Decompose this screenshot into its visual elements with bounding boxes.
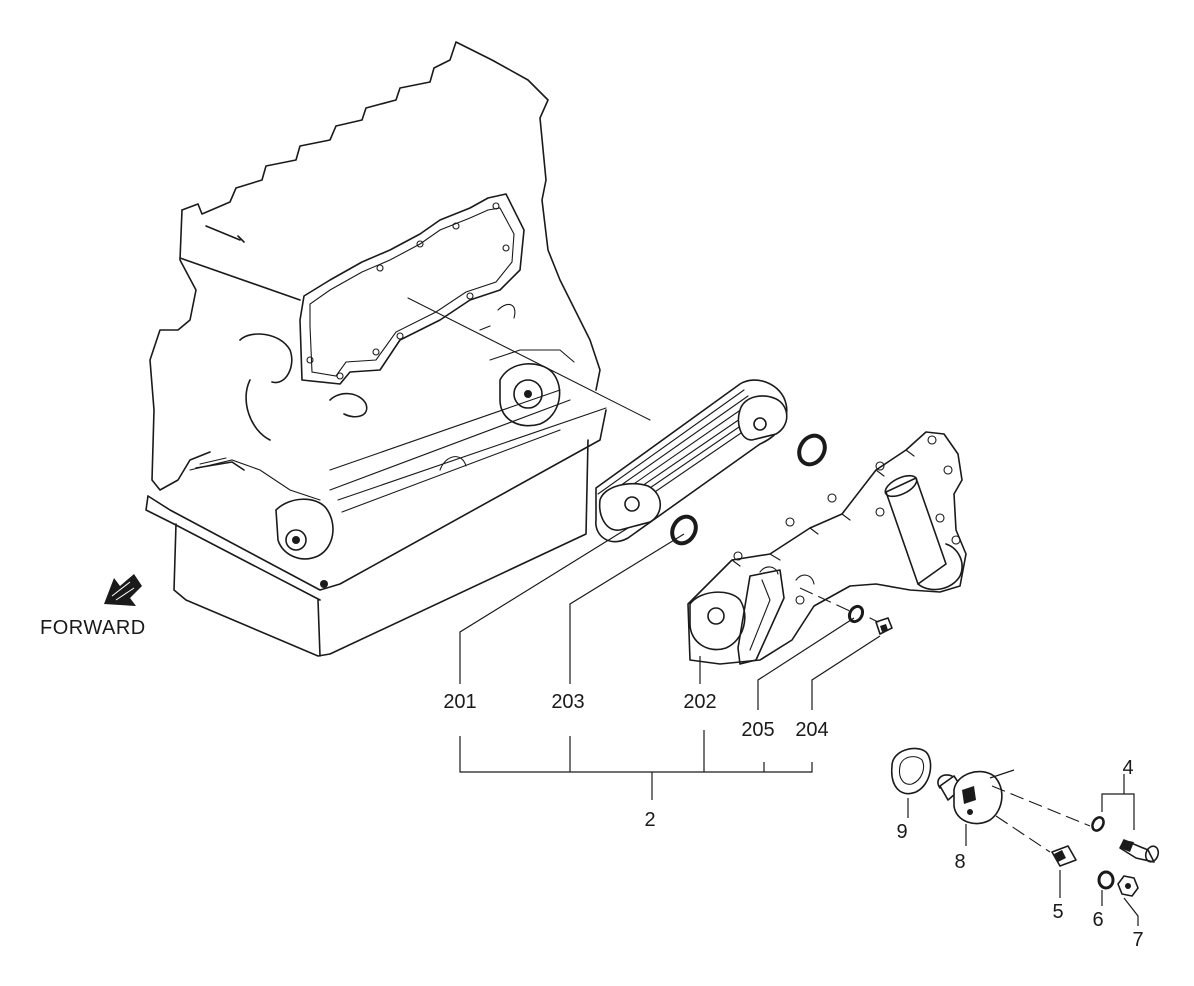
forward-label: FORWARD bbox=[40, 617, 146, 639]
forward-arrow-icon bbox=[104, 574, 142, 606]
callout-leaders-main bbox=[459, 527, 881, 800]
callout-201: 201 bbox=[443, 691, 476, 713]
washer-205 bbox=[847, 604, 865, 624]
o-ring-upper bbox=[797, 433, 827, 467]
nut-7 bbox=[1117, 875, 1139, 897]
oil-cooler-cover bbox=[687, 431, 967, 665]
callout-6: 6 bbox=[1092, 909, 1103, 931]
dash-8-to-5 bbox=[995, 815, 1051, 853]
callout-2: 2 bbox=[644, 809, 655, 831]
bolt-204 bbox=[869, 617, 893, 635]
bracket-4 bbox=[1101, 793, 1135, 830]
leader-8-top bbox=[989, 769, 1015, 779]
o-ring-lower bbox=[670, 514, 698, 546]
callout-5: 5 bbox=[1052, 901, 1063, 923]
callout-8: 8 bbox=[954, 851, 965, 873]
engine-block bbox=[145, 41, 651, 657]
callout-203: 203 bbox=[551, 691, 584, 713]
gasket-9 bbox=[891, 747, 932, 795]
oil-cooler-element bbox=[595, 379, 788, 543]
dash-8-to-4 bbox=[991, 785, 1091, 827]
callout-205: 205 bbox=[741, 719, 774, 741]
bolt-4 bbox=[1119, 839, 1160, 863]
washer-4 bbox=[1091, 816, 1105, 832]
plug-5 bbox=[1051, 845, 1077, 867]
callout-9: 9 bbox=[896, 821, 907, 843]
callout-4: 4 bbox=[1122, 757, 1133, 779]
washer-6 bbox=[1097, 870, 1115, 890]
oil-filter-head-8 bbox=[937, 770, 1003, 825]
callout-204: 204 bbox=[795, 719, 828, 741]
leader-7 bbox=[1123, 897, 1139, 926]
callout-202: 202 bbox=[683, 691, 716, 713]
callout-7: 7 bbox=[1132, 929, 1143, 951]
